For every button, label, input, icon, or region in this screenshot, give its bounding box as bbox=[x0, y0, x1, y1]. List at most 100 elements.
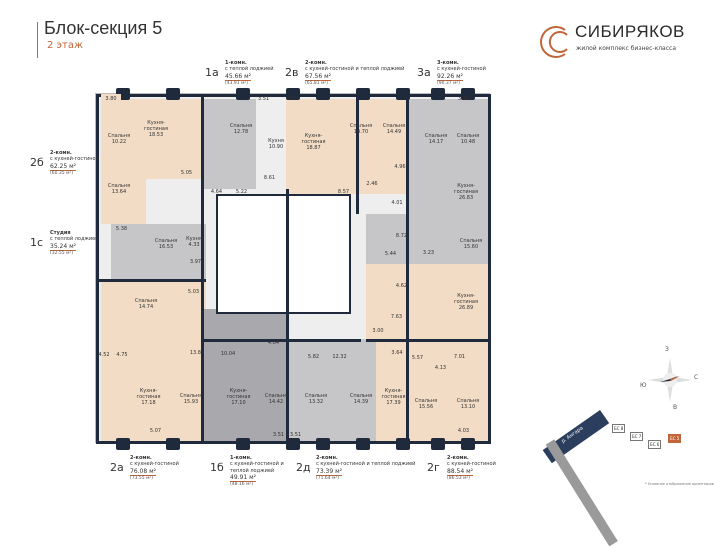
column bbox=[166, 88, 180, 100]
room-area: 17.39 bbox=[386, 399, 401, 406]
room-area: 4.13 bbox=[434, 365, 447, 371]
room-area: 17.10 bbox=[231, 399, 246, 406]
apartment-type: 2-комн. bbox=[447, 455, 469, 461]
brand-logo-icon bbox=[540, 26, 568, 58]
room-name: Спальня bbox=[349, 123, 373, 129]
room-area: 18.53 bbox=[148, 132, 164, 138]
room-area: 13.64 bbox=[111, 189, 127, 195]
apartment-zone bbox=[101, 99, 146, 159]
room-area: 4.01 bbox=[391, 200, 403, 206]
apartment-area-net: (65.81 м²) bbox=[305, 81, 329, 86]
room: 5.82 bbox=[306, 352, 321, 362]
room-area: 14.42 bbox=[268, 399, 284, 405]
room: 3.64 bbox=[391, 348, 403, 358]
apartment-type: 2-комн. bbox=[316, 455, 338, 461]
room: 3.78 bbox=[456, 94, 471, 104]
room: 3.80 bbox=[101, 94, 121, 104]
column bbox=[116, 438, 130, 450]
room-area: 3.51 bbox=[289, 432, 302, 438]
apartment-type: 1-комн. bbox=[225, 60, 247, 66]
room: 13.89 bbox=[188, 348, 206, 358]
room: 4.84 bbox=[266, 338, 281, 348]
room-name: Спальня bbox=[134, 298, 158, 304]
room: 4.13 bbox=[433, 363, 448, 373]
room: 4.52 bbox=[98, 350, 110, 360]
room: 7.01 bbox=[452, 352, 467, 362]
room: 4.01 bbox=[391, 198, 403, 208]
room-area: 15.56 bbox=[418, 404, 434, 410]
room-name: Спальня bbox=[456, 133, 480, 139]
room-name: Спальня bbox=[229, 123, 253, 129]
room: 3.97 bbox=[188, 257, 203, 267]
column bbox=[356, 88, 370, 100]
column bbox=[431, 88, 445, 100]
wall bbox=[96, 279, 206, 282]
title-accent-bar bbox=[37, 22, 38, 58]
apartment-type: 2-комн. bbox=[305, 60, 327, 66]
brand-tagline: жилой комплекс бизнес-класса bbox=[576, 45, 676, 52]
room-area: 26.83 bbox=[458, 194, 474, 201]
apartment-area: 67.56 м² bbox=[305, 72, 332, 81]
wall bbox=[201, 339, 361, 342]
apartment-zone bbox=[146, 99, 201, 179]
apartment-code: 2б bbox=[30, 156, 44, 169]
room-area: 10.04 bbox=[220, 351, 236, 357]
wall bbox=[356, 94, 359, 214]
room-area: 4.33 bbox=[188, 242, 200, 248]
apartment-area-net: (86.53 м²) bbox=[447, 476, 471, 481]
room-name: Спальня bbox=[264, 393, 288, 399]
wall bbox=[406, 94, 409, 444]
room-name: Кухня-гостиная bbox=[301, 132, 326, 145]
apartment-area-net: (71.64 м²) bbox=[316, 476, 340, 481]
room-area: 3.80 bbox=[105, 96, 117, 102]
compass: З С Ю В bbox=[640, 346, 700, 411]
column bbox=[286, 88, 300, 100]
column bbox=[286, 438, 300, 450]
wall bbox=[96, 94, 99, 444]
apartment-zone bbox=[111, 224, 206, 279]
apartment-zone bbox=[101, 279, 206, 444]
room: 5.07 bbox=[148, 426, 163, 436]
room: 10.04 bbox=[218, 349, 238, 359]
room: 5.05 bbox=[179, 167, 194, 179]
room-area: 13.10 bbox=[460, 404, 476, 410]
apartment-area: 49.91 м² bbox=[230, 473, 257, 483]
apartment-area-net: (60.35 м²) bbox=[50, 171, 74, 176]
room: 4.64 bbox=[209, 186, 224, 198]
section-bs7: БС 7 bbox=[630, 432, 644, 441]
compass-south: Ю bbox=[640, 382, 647, 389]
compass-north: С bbox=[694, 374, 699, 381]
room-area: 2.46 bbox=[366, 181, 378, 187]
compass-west: З bbox=[665, 346, 669, 353]
room-area: 4.84 bbox=[267, 340, 280, 346]
room-name: Спальня bbox=[424, 133, 448, 139]
apartment-area-net: (90.37 м²) bbox=[437, 81, 461, 86]
apartment-desc: с кухней-гостиной и теплой лоджией bbox=[230, 461, 284, 474]
room-name: Кухня-гостиная bbox=[454, 182, 478, 195]
apartment-code: 1с bbox=[30, 236, 44, 249]
room-area: 3.23 bbox=[422, 250, 435, 256]
room-area: 10.48 bbox=[460, 139, 476, 145]
apartment-zone bbox=[286, 99, 356, 194]
apartment-zone bbox=[356, 99, 406, 194]
apartment-zone bbox=[376, 339, 491, 444]
room-area: 3.51 bbox=[287, 96, 300, 102]
